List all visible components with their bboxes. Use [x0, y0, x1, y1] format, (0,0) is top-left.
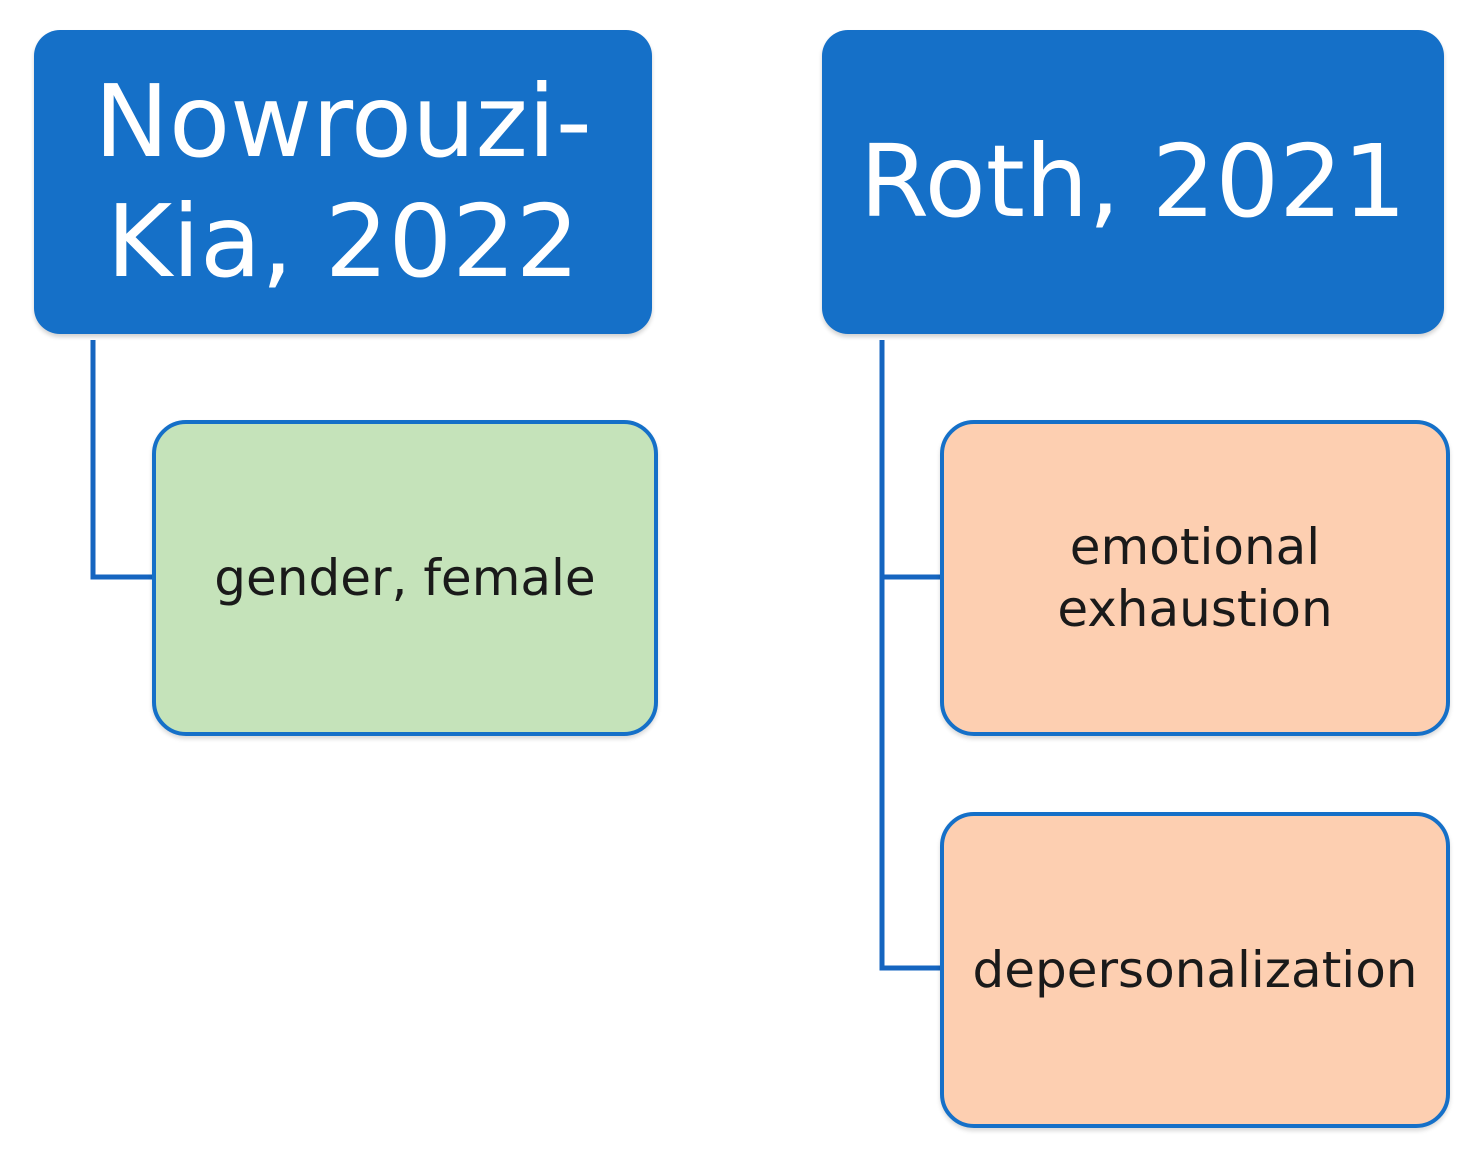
- header-nowrouzi-kia-2022: Nowrouzi- Kia, 2022: [34, 30, 652, 334]
- header-line: Roth, 2021: [859, 123, 1407, 240]
- node-label: emotional exhaustion: [1057, 516, 1332, 641]
- node-emotional-exhaustion: emotional exhaustion: [940, 420, 1450, 736]
- node-depersonalization: depersonalization: [940, 812, 1450, 1128]
- header-text: Nowrouzi- Kia, 2022: [94, 62, 592, 302]
- node-label-line: exhaustion: [1057, 580, 1333, 638]
- node-gender-female: gender, female: [152, 420, 658, 736]
- header-roth-2021: Roth, 2021: [822, 30, 1444, 334]
- connector-roth-to-depersonalization: [879, 340, 940, 971]
- header-line: Kia, 2022: [106, 183, 580, 300]
- header-text: Roth, 2021: [860, 122, 1407, 242]
- node-label: depersonalization: [972, 940, 1418, 999]
- node-label: gender, female: [214, 548, 596, 607]
- header-line: Nowrouzi-: [94, 63, 592, 180]
- node-label-line: emotional: [1069, 517, 1321, 576]
- connector-nowrouzi-to-gender: [90, 340, 152, 580]
